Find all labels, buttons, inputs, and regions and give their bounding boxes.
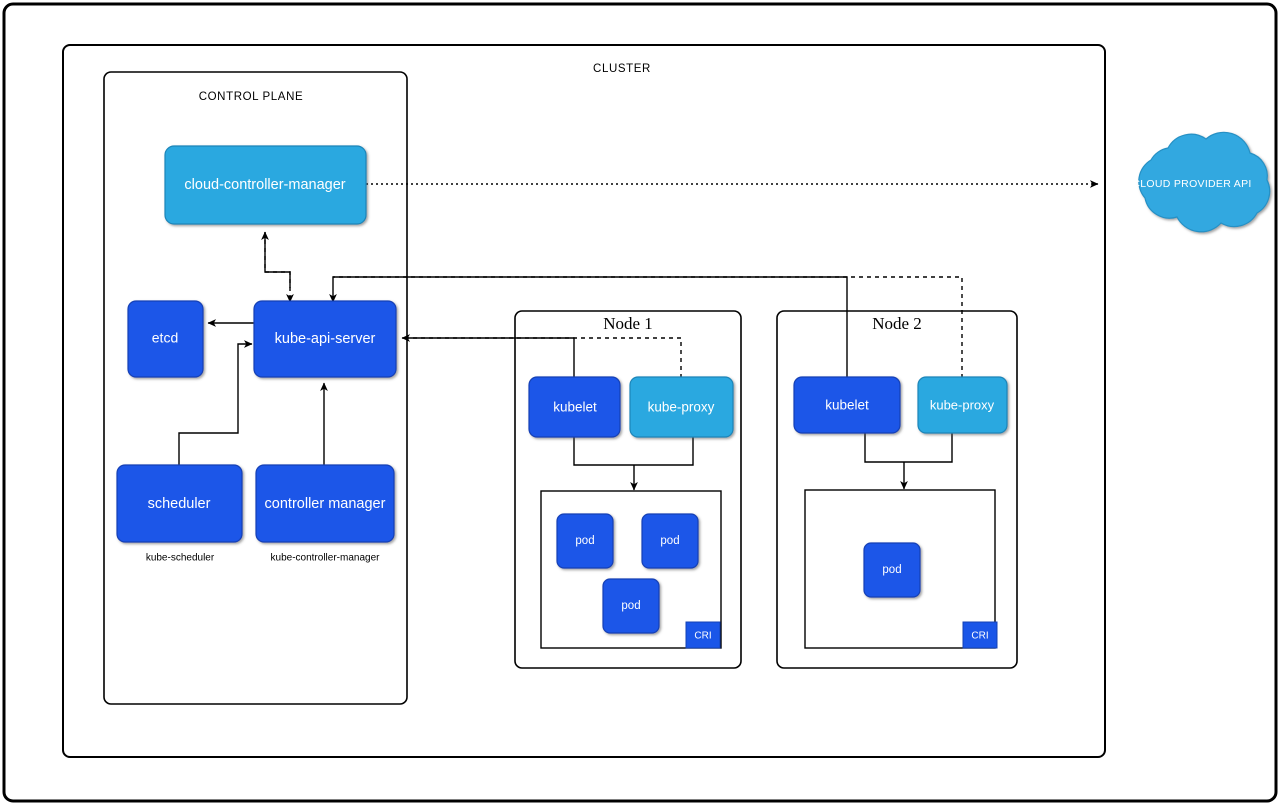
node-1-pod-1-box[interactable] (556, 513, 614, 569)
node-1-pod-3-label: pod (621, 600, 640, 612)
node-2-kubelet-label: kubelet (825, 398, 869, 413)
node-1: Node 1 kubelet kube-proxy pod pod pod CR… (514, 310, 742, 669)
component-cloud-controller-manager[interactable]: cloud-controller-manager (164, 145, 367, 225)
node-1-pod-2-box[interactable] (641, 513, 699, 569)
node-2-cri[interactable]: CRI (962, 621, 998, 649)
node-1-pod-1-label: pod (575, 535, 594, 547)
node-2-frame (776, 310, 1018, 669)
cluster-label: CLUSTER (593, 63, 651, 75)
node-1-kube-proxy-box[interactable] (629, 376, 734, 438)
node-1-cri-label: CRI (694, 631, 711, 642)
cloud-provider-api-label: CLOUD PROVIDER API (1132, 178, 1251, 190)
node-2-label: Node 2 (872, 314, 922, 333)
node-1-pod-1[interactable]: pod (556, 513, 614, 569)
node-1-kubelet-box[interactable] (528, 376, 621, 438)
node-2: Node 2 kubelet kube-proxy pod CRI (776, 310, 1018, 669)
node-1-pod-2[interactable]: pod (641, 513, 699, 569)
scheduler-box[interactable] (116, 464, 243, 543)
connector-scheduler-to-apiserver (178, 340, 253, 467)
node-1-pod-3-box[interactable] (602, 578, 660, 634)
kube-api-server-label: kube-api-server (275, 331, 376, 347)
connector-node2-kubeproxy-to-apiserver (333, 276, 963, 378)
node-1-kubelet-label: kubelet (553, 400, 597, 415)
node-1-kube-proxy[interactable]: kube-proxy (629, 376, 734, 438)
control-plane-label: CONTROL PLANE (199, 91, 304, 103)
node-1-cri[interactable]: CRI (685, 621, 721, 649)
node-1-pod-3[interactable]: pod (602, 578, 660, 634)
node-2-pod-1-label: pod (882, 564, 901, 576)
connector-ccm-to-apiserver (264, 232, 294, 303)
connector-node1-kubeproxy-to-apiserver (402, 337, 682, 378)
connector-node2-components-to-pods (864, 433, 953, 489)
cloud-controller-manager-label: cloud-controller-manager (184, 177, 345, 193)
component-controller-manager[interactable]: controller manager (255, 464, 395, 543)
node-2-kubelet[interactable]: kubelet (793, 376, 901, 434)
component-kube-api-server[interactable]: kube-api-server (253, 300, 397, 378)
node-1-kubelet[interactable]: kubelet (528, 376, 621, 438)
node-2-cri-label: CRI (971, 631, 988, 642)
controller-manager-label: controller manager (265, 496, 386, 512)
node-1-label: Node 1 (603, 314, 653, 333)
node-1-pod-2-label: pod (660, 535, 679, 547)
scheduler-sublabel: kube-scheduler (146, 553, 215, 564)
kube-api-server-box[interactable] (253, 300, 397, 378)
node-2-pod-1-box[interactable] (863, 542, 921, 598)
node-1-frame (514, 310, 742, 669)
node-2-kubelet-box[interactable] (793, 376, 901, 434)
component-etcd[interactable]: etcd (127, 300, 204, 378)
node-1-kube-proxy-label: kube-proxy (648, 400, 715, 415)
etcd-box[interactable] (127, 300, 204, 378)
control-plane-frame (103, 71, 408, 705)
scheduler-label: scheduler (148, 496, 211, 512)
cloud-icon[interactable] (1138, 131, 1271, 233)
etcd-label: etcd (152, 330, 178, 346)
node-2-kube-proxy-box[interactable] (917, 376, 1008, 434)
cloud-provider-api[interactable]: CLOUD PROVIDER API (1132, 131, 1271, 233)
node-2-pod-1[interactable]: pod (863, 542, 921, 598)
connector-node1-components-to-pods (573, 437, 694, 490)
cloud-controller-manager-box[interactable] (164, 145, 367, 225)
node-2-kube-proxy-label: kube-proxy (930, 397, 995, 412)
controller-manager-box[interactable] (255, 464, 395, 543)
controller-manager-sublabel: kube-controller-manager (271, 553, 381, 564)
node-2-kube-proxy[interactable]: kube-proxy (917, 376, 1008, 434)
node-1-cri-box[interactable] (685, 621, 721, 649)
component-scheduler[interactable]: scheduler (116, 464, 243, 543)
node-2-cri-box[interactable] (962, 621, 998, 649)
